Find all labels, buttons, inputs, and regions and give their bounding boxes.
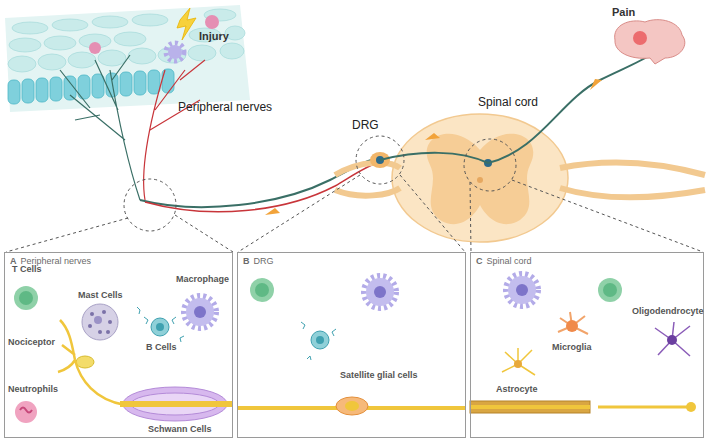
macrophage — [516, 284, 528, 296]
cell-label: Microglia — [552, 342, 592, 352]
antibody — [137, 307, 184, 342]
oligodendrocyte — [655, 322, 690, 356]
region-label: Pain — [612, 6, 635, 18]
cell-label: Neutrophils — [8, 384, 58, 394]
t-cell — [603, 283, 617, 297]
region-label: Injury — [199, 30, 229, 42]
panel-heading: APeripheral nerves — [10, 256, 232, 266]
oligodendrocyte — [667, 335, 677, 345]
mast-granules — [88, 310, 112, 334]
panel-title: Spinal cord — [487, 256, 532, 266]
platelet — [76, 356, 94, 368]
axon — [120, 401, 232, 407]
macrophage — [186, 298, 214, 326]
macrophage — [364, 276, 396, 308]
cell-label: Macrophage — [176, 274, 229, 284]
nociceptor — [58, 320, 125, 405]
axon-terminal — [686, 402, 696, 412]
region-label: Spinal cord — [478, 95, 538, 109]
axon — [470, 405, 590, 409]
t-cell — [255, 283, 269, 297]
astrocyte — [514, 360, 522, 368]
panel-ground — [4, 252, 233, 438]
grey-matter — [427, 134, 534, 224]
basal-cells — [8, 69, 174, 104]
b-cell — [311, 331, 329, 349]
panel-title: DRG — [254, 256, 274, 266]
cell-label: Schwann Cells — [148, 424, 212, 434]
ascending-tract — [488, 55, 650, 163]
neutrophil — [15, 401, 37, 423]
panel-box: B DRG — [237, 252, 466, 438]
macrophage — [166, 43, 184, 61]
cell-label: Nociceptor — [8, 337, 55, 347]
macrophage — [168, 45, 182, 59]
panel-ground — [237, 252, 466, 438]
pain-spot — [633, 31, 647, 45]
cell-label: B Cells — [146, 342, 177, 352]
panel-heading: C Spinal cord — [476, 256, 703, 266]
neutrophil — [20, 408, 32, 413]
myelinated-axon — [470, 401, 590, 413]
skin-cells — [8, 9, 245, 72]
cell-label: Mast Cells — [78, 290, 123, 300]
cell-label: Astrocyte — [496, 384, 538, 394]
nerve-fibre — [140, 158, 380, 207]
t-cell — [19, 291, 33, 305]
t-cell — [250, 278, 274, 302]
brain — [615, 20, 685, 64]
b-cell — [151, 318, 169, 336]
astrocyte — [502, 348, 535, 375]
panel-ground — [470, 252, 704, 438]
injury-bolt — [177, 8, 196, 40]
cell-label: Oligodendrocyte — [632, 306, 704, 316]
microglia — [558, 312, 588, 334]
macrophage — [374, 286, 386, 298]
panel-letter: B — [243, 256, 250, 266]
cell-label: Satellite glial cells — [340, 370, 418, 380]
antibody — [301, 322, 336, 360]
spinal-cord — [392, 114, 568, 242]
nerve-fibre — [380, 153, 488, 163]
microglia — [566, 320, 578, 332]
b-cell — [156, 323, 164, 331]
satellite-glia — [336, 397, 368, 415]
axon — [598, 406, 688, 409]
drg-soma — [345, 401, 359, 411]
t-cell — [14, 286, 38, 310]
nerve-endings — [60, 55, 205, 200]
region-label: DRG — [352, 118, 379, 132]
macrophage — [184, 296, 216, 328]
panel-letter: C — [476, 256, 483, 266]
zoom-callout — [6, 136, 703, 252]
mast-cell — [82, 304, 118, 340]
macrophage — [194, 306, 206, 318]
macrophage — [508, 276, 536, 304]
cell-label: T Cells — [12, 264, 42, 274]
immune-cell — [89, 42, 101, 54]
macrophage — [506, 274, 538, 306]
t-cell — [598, 278, 622, 302]
region-label: Peripheral nerves — [178, 100, 272, 114]
b-cell — [316, 336, 324, 344]
immune-cell — [205, 15, 219, 29]
panel-heading: B DRG — [243, 256, 465, 266]
macrophage — [366, 278, 394, 306]
central-canal — [477, 177, 483, 183]
